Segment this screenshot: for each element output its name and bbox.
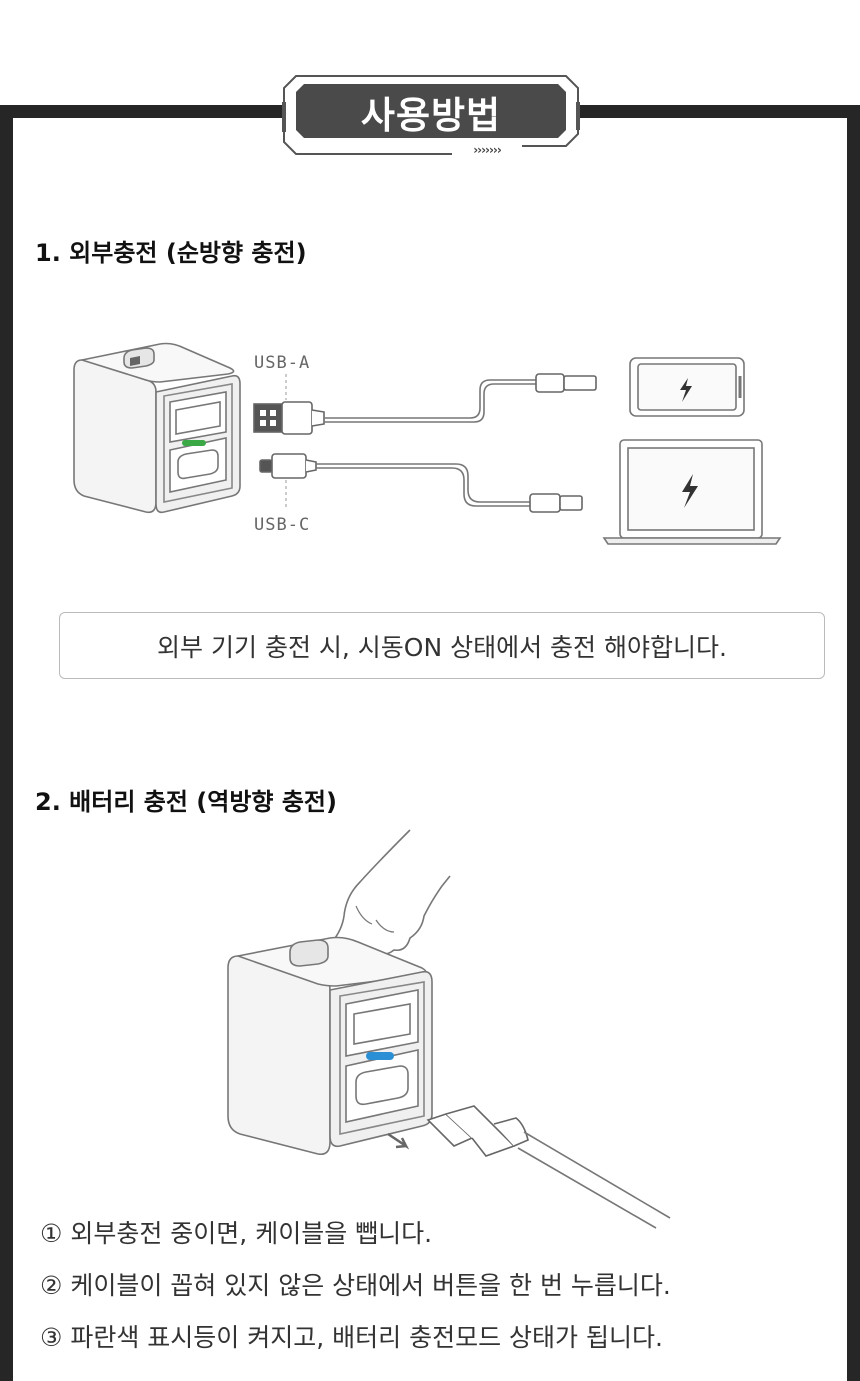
list-item: ② 케이블이 꼽혀 있지 않은 상태에서 버튼을 한 번 누릅니다. bbox=[40, 1271, 671, 1300]
list-item: ③ 파란색 표시등이 켜지고, 배터리 충전모드 상태가 됩니다. bbox=[40, 1323, 663, 1352]
arrow-icon bbox=[387, 1132, 410, 1150]
lightning-icon bbox=[682, 474, 698, 508]
section-title-battery-charging: 2. 배터리 충전 (역방향 충전) bbox=[35, 788, 337, 816]
list-item: ① 외부충전 중이면, 케이블을 뺍니다. bbox=[40, 1219, 433, 1248]
external-charging-diagram: USB-A USB-C bbox=[73, 342, 782, 545]
page-title: 사용방법 bbox=[360, 94, 502, 137]
usb-a-plug-icon bbox=[253, 401, 325, 435]
battery-charging-diagram bbox=[227, 829, 671, 1229]
charger-device bbox=[227, 936, 433, 1156]
usb-a-label: USB-A bbox=[254, 353, 310, 373]
lightning-plug-icon bbox=[535, 373, 597, 393]
lightning-icon bbox=[680, 378, 692, 402]
usb-c-label: USB-C bbox=[254, 515, 310, 535]
battery-charging-steps: ① 외부충전 중이면, 케이블을 뺍니다. ② 케이블이 꼽혀 있지 않은 상태… bbox=[40, 1208, 671, 1364]
section-title-external-charging: 1. 외부충전 (순방향 충전) bbox=[35, 239, 307, 267]
blue-status-led bbox=[366, 1052, 394, 1060]
charger-device bbox=[73, 342, 241, 514]
green-status-led bbox=[182, 440, 206, 446]
content-frame bbox=[0, 105, 860, 1381]
usb-c-plug-icon bbox=[259, 453, 317, 479]
charging-notice: 외부 기기 충전 시, 시동ON 상태에서 충전 해야합니다. bbox=[59, 612, 825, 679]
header-arrows: ››››››› bbox=[452, 142, 522, 158]
usb-c-plug-icon bbox=[426, 1105, 529, 1157]
